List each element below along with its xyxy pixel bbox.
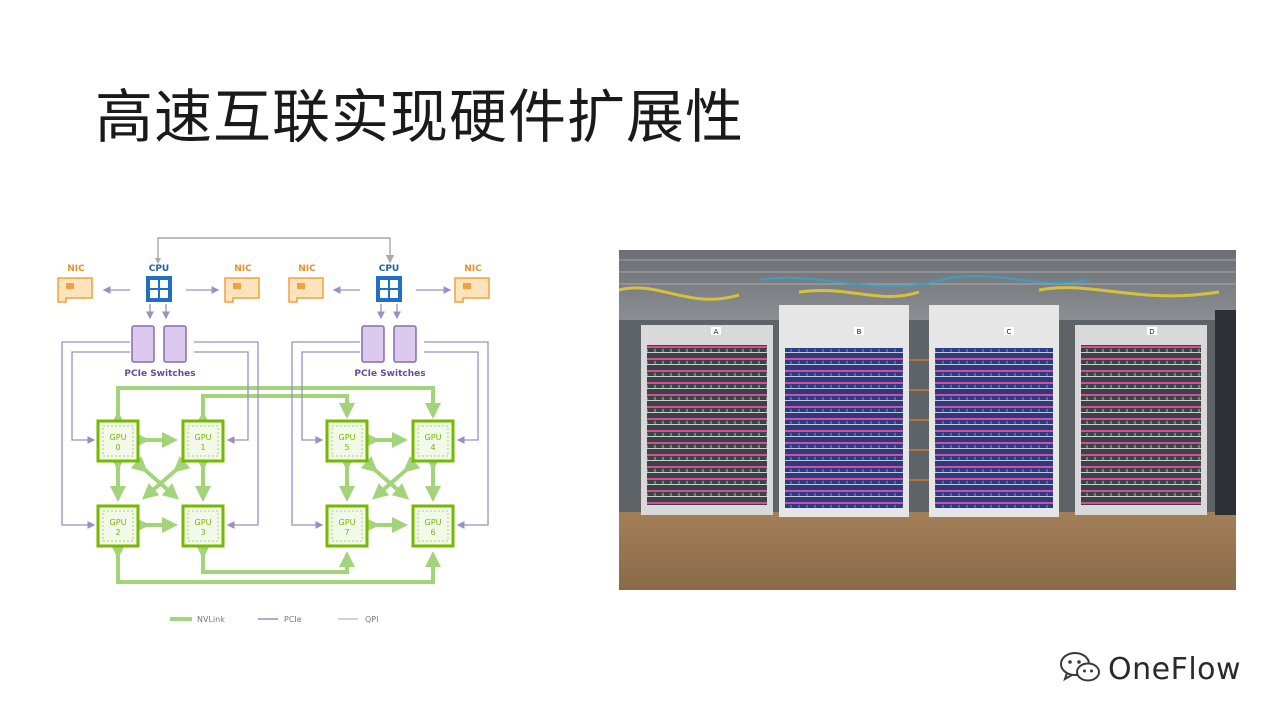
svg-text:A: A (714, 328, 719, 336)
cpu-left: CPU (146, 264, 172, 302)
gpu-6: GPU 6 (411, 504, 455, 548)
nic-2: NIC (224, 264, 260, 303)
nvlink-quad-left (110, 432, 211, 533)
svg-text:D: D (1149, 328, 1154, 336)
rack-a: A (641, 325, 773, 515)
nic-3: NIC (288, 264, 324, 303)
svg-text:GPU: GPU (425, 518, 442, 527)
rack-b: B (779, 305, 909, 517)
rack-c: C (929, 305, 1059, 517)
svg-text:GPU: GPU (339, 518, 356, 527)
svg-text:PCIe Switches: PCIe Switches (124, 369, 195, 379)
svg-text:CPU: CPU (379, 264, 400, 274)
watermark: OneFlow (1058, 650, 1241, 688)
qpi-link (155, 237, 395, 264)
svg-text:GPU: GPU (339, 433, 356, 442)
pcie-switches-right: PCIe Switches (354, 325, 426, 379)
svg-text:NIC: NIC (234, 264, 252, 274)
slide-title: 高速互联实现硬件扩展性 (95, 83, 745, 151)
gpu-2: GPU 2 (96, 504, 140, 548)
svg-text:NIC: NIC (298, 264, 316, 274)
svg-text:GPU: GPU (425, 433, 442, 442)
svg-text:C: C (1007, 328, 1012, 336)
pcie-links-left (61, 286, 259, 529)
pcie-switches-left: PCIe Switches (124, 325, 196, 379)
svg-text:2: 2 (115, 528, 120, 537)
svg-text:GPU: GPU (195, 518, 212, 527)
server-rack-photo: A B C D (619, 250, 1236, 590)
gpu-5: GPU 5 (325, 419, 369, 463)
svg-text:GPU: GPU (110, 433, 127, 442)
gpu-4: GPU 4 (411, 419, 455, 463)
svg-text:0: 0 (115, 443, 120, 452)
svg-text:GPU: GPU (110, 518, 127, 527)
svg-text:GPU: GPU (195, 433, 212, 442)
gpu-7: GPU 7 (325, 504, 369, 548)
legend: NVLink PCIe QPI (170, 615, 378, 624)
svg-text:5: 5 (344, 443, 349, 452)
gpu-1: GPU 1 (181, 419, 225, 463)
legend-qpi: QPI (365, 615, 378, 624)
cpu-right: CPU (376, 264, 402, 302)
gpu-0: GPU 0 (96, 419, 140, 463)
legend-pcie: PCIe (284, 615, 302, 624)
svg-text:6: 6 (430, 528, 435, 537)
rack-d: D (1075, 325, 1207, 515)
legend-nvlink: NVLink (197, 615, 225, 624)
svg-text:PCIe Switches: PCIe Switches (354, 369, 425, 379)
svg-text:CPU: CPU (149, 264, 170, 274)
nic-1: NIC (57, 264, 93, 303)
wechat-icon (1058, 650, 1102, 688)
svg-text:3: 3 (200, 528, 205, 537)
svg-text:1: 1 (200, 443, 205, 452)
svg-text:NIC: NIC (67, 264, 85, 274)
pcie-links-right (291, 286, 489, 529)
nvlink-loops (110, 386, 441, 584)
gpu-3: GPU 3 (181, 504, 225, 548)
svg-text:NIC: NIC (464, 264, 482, 274)
svg-text:4: 4 (430, 443, 435, 452)
nic-4: NIC (454, 264, 490, 303)
gpu-topology-diagram: CPU CPU NIC NIC NIC NIC PCIe Switches (57, 237, 490, 624)
svg-text:7: 7 (344, 528, 349, 537)
svg-text:B: B (857, 328, 862, 336)
watermark-text: OneFlow (1108, 651, 1242, 687)
nvlink-quad-right (339, 432, 441, 533)
